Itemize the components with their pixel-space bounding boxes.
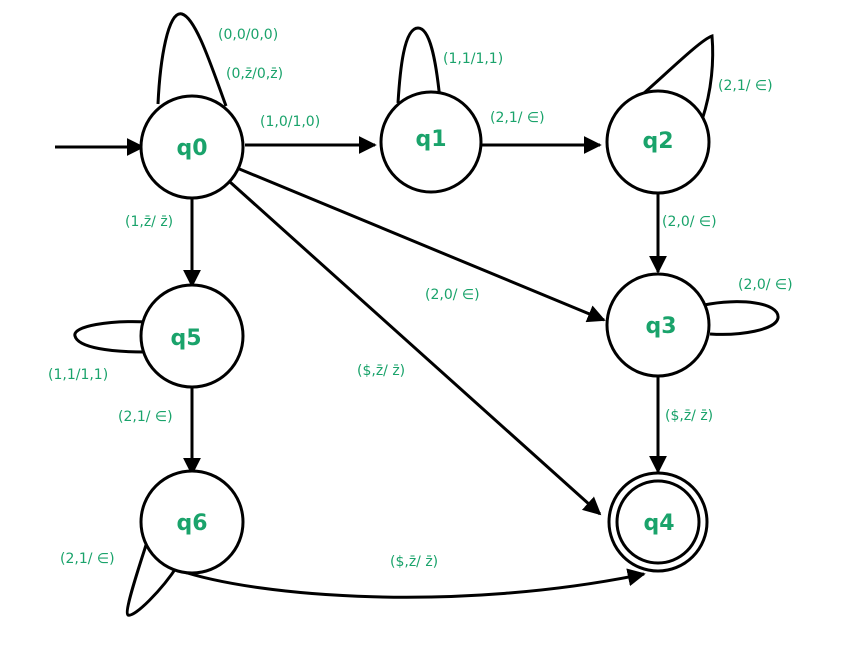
state-label-q2: q2	[642, 129, 673, 154]
state-q5	[139, 283, 245, 389]
edge-q0-q4	[228, 180, 602, 516]
label-q0-q1: (1,0/1,0)	[260, 114, 320, 130]
label-q0-self-2: (0,z̄/0,z̄)	[226, 66, 283, 82]
label-q1-self: (1,1/1,1)	[443, 51, 503, 67]
state-label-q3: q3	[645, 314, 676, 339]
label-q0-q4: ($,z̄/ z̄)	[357, 363, 405, 379]
state-q2	[605, 89, 711, 195]
label-q5-q6: (2,1/ ∈)	[118, 409, 173, 425]
label-q1-q2: (2,1/ ∈)	[490, 110, 545, 126]
state-q4	[607, 471, 709, 573]
state-label-q1: q1	[415, 127, 446, 152]
label-q5-self: (1,1/1,1)	[48, 367, 108, 383]
edge-q1-self-loop	[396, 26, 442, 104]
label-q3-self: (2,0/ ∈)	[738, 277, 793, 293]
edge-q6-q4	[177, 568, 646, 599]
state-q1	[379, 90, 483, 194]
label-q6-q4: ($,z̄/ z̄)	[390, 554, 438, 570]
label-q6-self: (2,1/ ∈)	[60, 551, 115, 567]
state-label-q5: q5	[170, 326, 201, 351]
label-q0-self-1: (0,0/0,0)	[218, 27, 278, 43]
label-q3-q4: ($,z̄/ z̄)	[665, 408, 713, 424]
label-q2-q3: (2,0/ ∈)	[662, 214, 717, 230]
accept-ring	[615, 479, 701, 565]
state-label-q4: q4	[643, 511, 674, 536]
edge-q0-self-loop	[156, 12, 228, 107]
edge-q6-self-loop	[125, 541, 180, 617]
state-q0	[139, 94, 245, 200]
edge-q5-self-loop	[73, 320, 149, 354]
edge-q0-q3	[236, 166, 606, 323]
state-q6	[139, 469, 245, 575]
state-label-q0: q0	[176, 136, 207, 161]
state-q3	[605, 272, 711, 378]
edge-q3-self-loop	[703, 300, 780, 336]
edge-q2-self-loop	[635, 33, 715, 121]
label-q2-self: (2,1/ ∈)	[718, 78, 773, 94]
state-label-q6: q6	[176, 511, 207, 536]
label-q0-q3: (2,0/ ∈)	[425, 287, 480, 303]
label-q0-q5: (1,z̄/ z̄)	[125, 214, 173, 230]
